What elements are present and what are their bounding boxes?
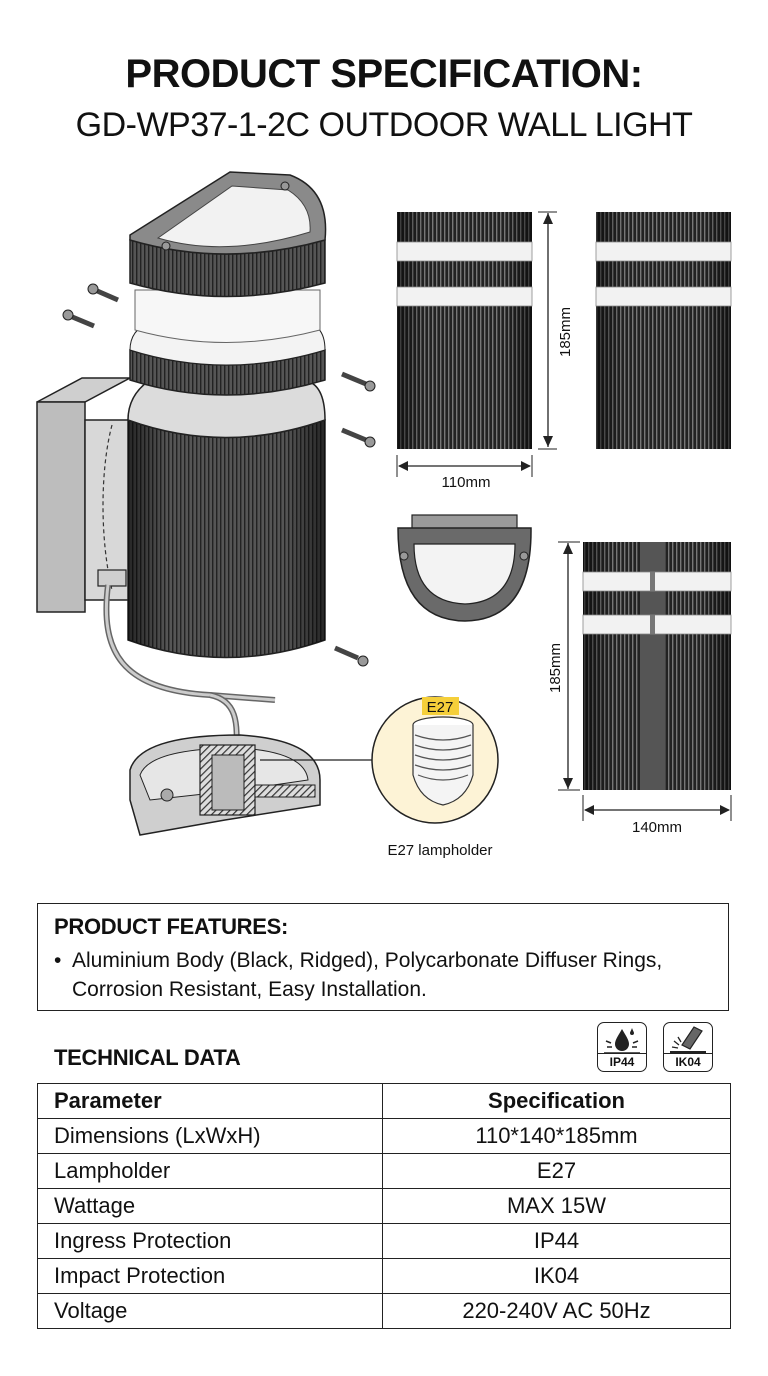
table-row: Lampholder E27 — [37, 1153, 731, 1189]
ik04-label: IK04 — [664, 1053, 712, 1069]
screw-icon — [62, 309, 95, 329]
impact-hammer-icon — [670, 1026, 706, 1053]
product-subtitle: GD-WP37-1-2C OUTDOOR WALL LIGHT — [75, 106, 693, 144]
parameter-cell: Dimensions (LxWxH) — [37, 1118, 383, 1154]
rating-badges: IP44 IK04 — [597, 1022, 713, 1072]
specification-cell: IP44 — [382, 1223, 731, 1259]
exploded-view — [36, 171, 376, 836]
table-row: Ingress Protection IP44 — [37, 1223, 731, 1259]
feature-item: • Aluminium Body (Black, Ridged), Polyca… — [54, 946, 712, 1004]
base-cutaway — [129, 734, 321, 836]
side-view: 185mm 140mm — [547, 541, 732, 836]
front-height-label: 185mm — [557, 307, 574, 357]
rear-view — [595, 212, 732, 449]
screw-icon — [334, 645, 369, 667]
screw-icon — [341, 371, 376, 392]
front-view: 185mm 110mm — [396, 211, 574, 491]
page-title: PRODUCT SPECIFICATION: — [125, 52, 643, 96]
screw-icon — [341, 427, 376, 448]
technical-data-table: Parameter Specification Dimensions (LxWx… — [37, 1083, 731, 1329]
diffuser-ring — [134, 289, 321, 343]
parameter-cell: Impact Protection — [37, 1258, 383, 1294]
water-drop-icon — [604, 1028, 640, 1054]
bullet-icon: • — [54, 949, 62, 972]
product-features-box: PRODUCT FEATURES: • Aluminium Body (Blac… — [37, 903, 729, 1011]
table-row: Impact Protection IK04 — [37, 1258, 731, 1294]
table-row: Wattage MAX 15W — [37, 1188, 731, 1224]
ik04-badge: IK04 — [663, 1022, 713, 1072]
technical-data-title: TECHNICAL DATA — [54, 1045, 241, 1070]
screw-icon — [87, 283, 119, 303]
specification-cell: IK04 — [382, 1258, 731, 1294]
parameter-cell: Wattage — [37, 1188, 383, 1224]
column-header-parameter: Parameter — [37, 1083, 383, 1119]
parameter-cell: Lampholder — [37, 1153, 383, 1189]
parameter-cell: Voltage — [37, 1293, 383, 1329]
table-row: Dimensions (LxWxH) 110*140*185mm — [37, 1118, 731, 1154]
specification-cell: MAX 15W — [382, 1188, 731, 1224]
e27-socket-icon — [412, 716, 474, 806]
parameter-cell: Ingress Protection — [37, 1223, 383, 1259]
column-header-specification: Specification — [382, 1083, 731, 1119]
technical-drawing: 185mm 110mm E27 E27 lampholder — [36, 171, 732, 859]
specification-cell: 220-240V AC 50Hz — [382, 1293, 731, 1329]
lampholder-detail: E27 E27 lampholder — [371, 696, 499, 859]
top-view — [397, 514, 532, 622]
specification-cell: 110*140*185mm — [382, 1118, 731, 1154]
lampholder-caption: E27 lampholder — [387, 842, 492, 859]
front-width-label: 110mm — [442, 474, 491, 491]
ip44-label: IP44 — [598, 1053, 646, 1069]
side-height-label: 185mm — [547, 643, 564, 693]
main-body — [127, 379, 326, 659]
feature-text: Aluminium Body (Black, Ridged), Polycarb… — [72, 949, 663, 1001]
table-header-row: Parameter Specification — [37, 1083, 731, 1119]
top-cap — [129, 171, 327, 298]
side-width-label: 140mm — [632, 819, 682, 836]
ip44-badge: IP44 — [597, 1022, 647, 1072]
table-row: Voltage 220-240V AC 50Hz — [37, 1293, 731, 1329]
features-title: PRODUCT FEATURES: — [54, 914, 289, 939]
specification-cell: E27 — [382, 1153, 731, 1189]
wall-bracket — [36, 377, 131, 613]
lampholder-tag: E27 — [427, 699, 454, 716]
